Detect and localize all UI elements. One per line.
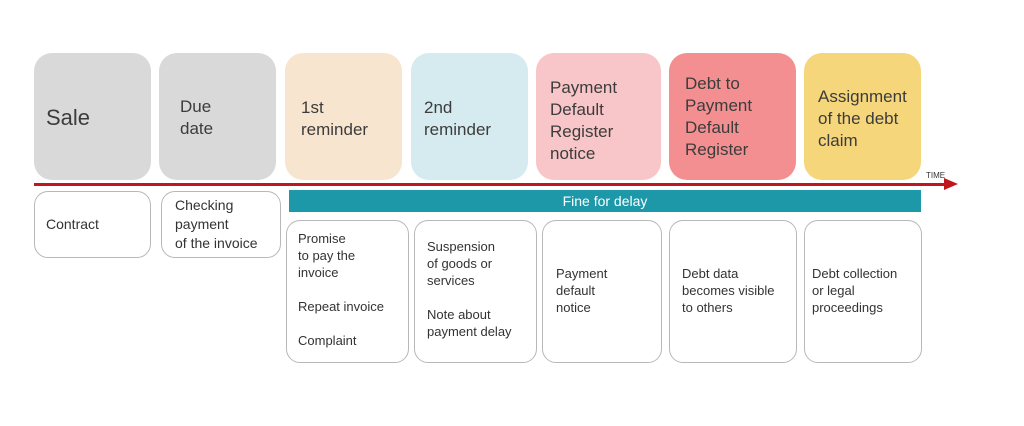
detail-debt-data-visible-text: Debt data becomes visible to others [682,266,775,315]
stage-payment-default-notice-label: Payment Default Register notice [550,78,618,163]
detail-contract-text: Contract [46,216,99,232]
detail-debt-collection: Debt collection or legal proceedings [804,220,922,363]
detail-second-reminder-text: Suspension of goods or services Note abo… [427,239,512,339]
stage-assignment-label: Assignment of the debt claim [818,87,907,150]
timeline-arrow [34,183,948,186]
detail-payment-default-notice-text: Payment default notice [556,266,608,315]
stage-second-reminder: 2nd reminder [411,53,528,180]
detail-contract: Contract [34,191,151,258]
stage-payment-default-notice: Payment Default Register notice [536,53,661,180]
timeline-arrowhead-icon [944,178,958,190]
stage-sale: Sale [34,53,151,180]
timeline-label: TIME [926,171,946,180]
stage-due-date-label: Due date [180,97,214,138]
detail-debt-data-visible: Debt data becomes visible to others [669,220,797,363]
stage-second-reminder-label: 2nd reminder [424,98,492,139]
detail-checking-payment: Checking payment of the invoice [161,191,281,258]
detail-checking-payment-text: Checking payment of the invoice [175,197,258,251]
stage-first-reminder: 1st reminder [285,53,402,180]
stage-assignment: Assignment of the debt claim [804,53,921,180]
detail-first-reminder: Promise to pay the invoice Repeat invoic… [286,220,409,363]
stage-due-date: Due date [159,53,276,180]
stage-debt-to-register-label: Debt to Payment Default Register [685,74,753,159]
detail-payment-default-notice: Payment default notice [542,220,662,363]
stage-debt-to-register: Debt to Payment Default Register [669,53,796,180]
detail-debt-collection-text: Debt collection or legal proceedings [812,266,898,315]
detail-first-reminder-text: Promise to pay the invoice Repeat invoic… [298,231,384,348]
stage-first-reminder-label: 1st reminder [301,98,369,139]
fine-for-delay-bar: Fine for delay [289,190,921,212]
detail-second-reminder: Suspension of goods or services Note abo… [414,220,537,363]
stage-sale-label: Sale [46,105,91,130]
